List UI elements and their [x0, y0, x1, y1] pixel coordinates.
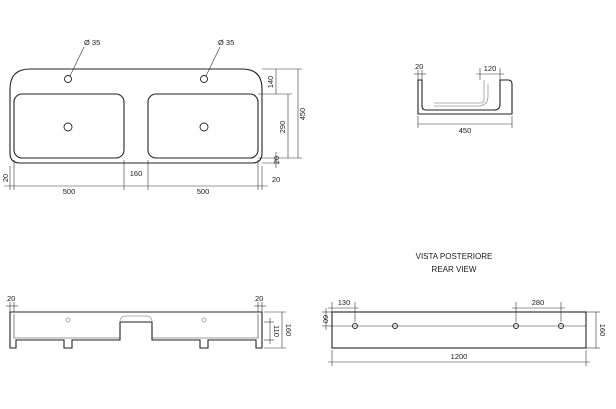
section-view: 20 120 450	[414, 62, 513, 135]
section-drain-pipe	[434, 84, 489, 107]
front-outline	[9, 311, 263, 349]
dim-bowl-depth: 290	[278, 121, 287, 134]
section-outline	[417, 79, 513, 115]
rear-dim-width: 1200	[451, 352, 468, 361]
front-dim-left-wall: 20	[7, 294, 15, 303]
rear-hole-2	[392, 323, 398, 329]
dim-right-margin: 20	[272, 175, 280, 184]
rear-view-title-it: VISTA POSTERIORE	[416, 252, 493, 261]
rear-view-title-en: REAR VIEW	[432, 265, 477, 274]
rear-dim-top: 60	[321, 315, 330, 323]
right-bowl	[147, 93, 259, 159]
dim-front-rim: 20	[272, 156, 281, 164]
tap-hole-left-label: Ø 35	[84, 38, 100, 47]
front-dim-bowl-height: 110	[272, 325, 281, 337]
tap-hole-left	[64, 75, 72, 83]
rear-dim-hole-offset: 130	[338, 298, 351, 307]
section-dim-drain: 120	[484, 64, 497, 73]
dim-bowl-right: 500	[197, 187, 210, 196]
dim-back-deck: 140	[266, 76, 275, 89]
front-tap-hole-right	[201, 317, 207, 323]
top-view: Ø 35 Ø 35 450 290 140 20 20 500 160 500 …	[1, 38, 307, 196]
front-dim-right-wall: 20	[255, 294, 263, 303]
front-dim-total-height: 160	[284, 324, 293, 337]
dim-bowl-left: 500	[63, 187, 76, 196]
section-dim-depth: 450	[459, 126, 472, 135]
front-tap-hole-left	[65, 317, 71, 323]
drain-hole-left	[63, 122, 73, 132]
rear-dim-hole-spacing: 280	[532, 298, 545, 307]
rear-hole-3	[513, 323, 519, 329]
front-view: 20 20 110 160	[6, 294, 293, 349]
dim-gap: 160	[130, 169, 143, 178]
section-dim-wall: 20	[415, 62, 423, 71]
rear-dim-height: 160	[598, 324, 607, 337]
tap-hole-right	[200, 75, 208, 83]
left-bowl	[13, 93, 125, 159]
rear-outline	[331, 311, 587, 349]
drain-hole-right	[199, 122, 209, 132]
rear-hole-1	[352, 323, 358, 329]
top-view-outline	[9, 68, 263, 164]
tap-hole-right-label: Ø 35	[218, 38, 234, 47]
rear-hole-4	[558, 323, 564, 329]
dim-depth-total: 450	[298, 108, 307, 121]
dim-left-margin: 20	[1, 174, 10, 182]
rear-view: VISTA POSTERIORE REAR VIEW 130 280 60 16…	[321, 252, 607, 366]
